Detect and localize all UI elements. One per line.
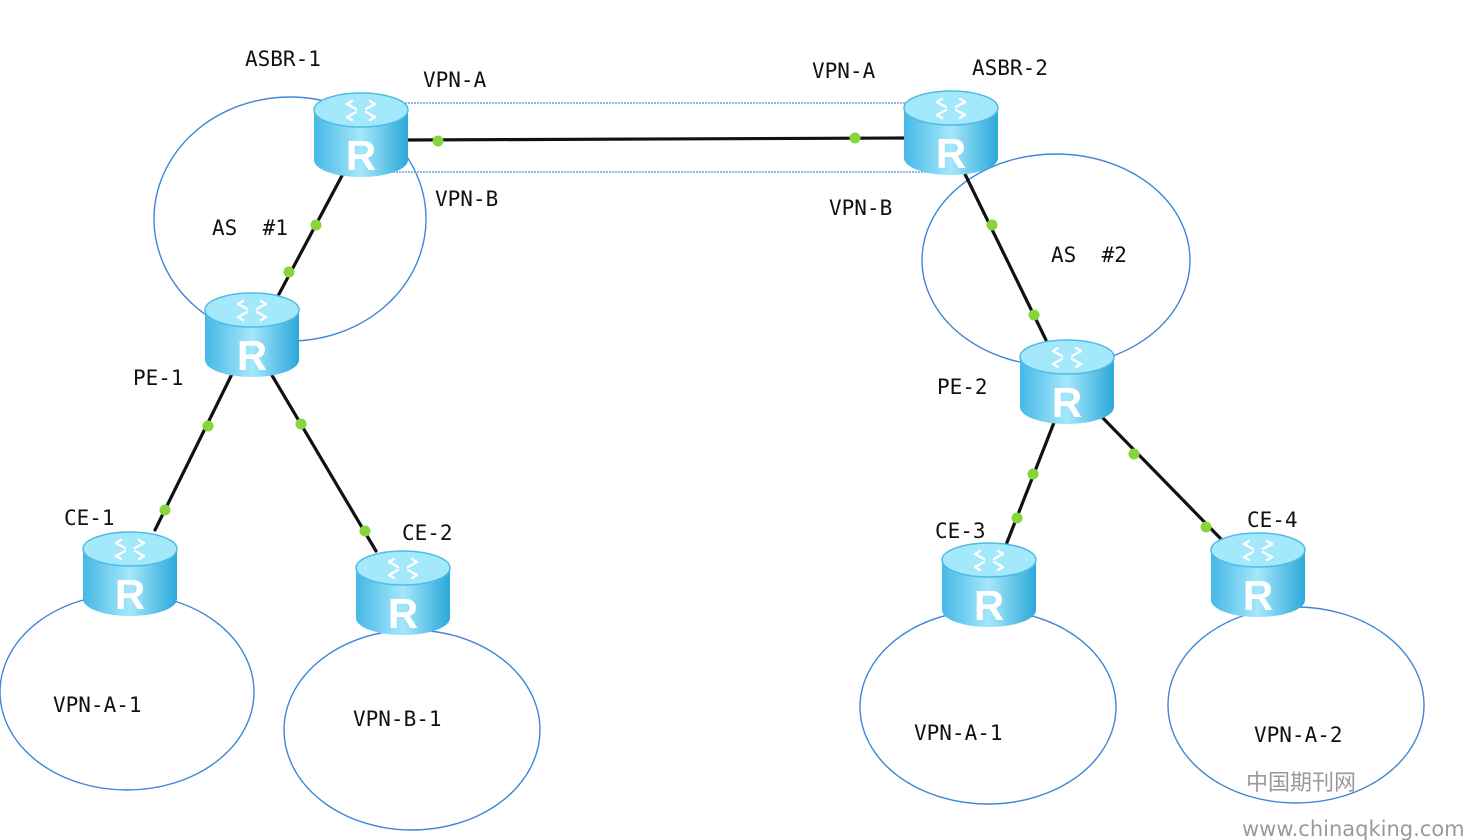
link-pe2-ce3 [1004, 418, 1057, 547]
link-pe1-ce1 [153, 370, 235, 532]
router-glyph: R [346, 132, 376, 179]
router-label-pe2: PE-2 [937, 375, 988, 399]
link-endpoint-dot [1128, 448, 1140, 460]
site-label-4: VPN-A-2 [1254, 723, 1343, 747]
watermark-cn: 中国期刊网 [1246, 771, 1356, 796]
site1-boundary [0, 593, 255, 791]
router-label-asbr2: ASBR-2 [972, 56, 1048, 80]
router-ce1: R [81, 530, 179, 618]
router-label-ce3: CE-3 [935, 519, 986, 543]
vpn-a-label-left: VPN-A [423, 68, 487, 92]
vpn-a-label-right: VPN-A [812, 59, 876, 83]
router-label-asbr1: ASBR-1 [245, 47, 321, 71]
link-pe2-ce4 [1096, 411, 1224, 542]
router-label-ce1: CE-1 [64, 506, 115, 530]
router-glyph: R [115, 571, 145, 618]
router-ce4: R [1209, 531, 1307, 619]
link-asbr1-asbr2 [403, 136, 907, 142]
link-endpoint-dot [432, 135, 444, 147]
router-asbr2: R [902, 89, 1000, 177]
router-glyph: R [237, 332, 267, 379]
link-endpoint-dot [283, 266, 295, 278]
router-asbr1: R [312, 91, 410, 179]
link-endpoint-dot [202, 420, 214, 432]
link-endpoint-dot [1027, 468, 1039, 480]
site-label-2: VPN-B-1 [353, 707, 442, 731]
router-glyph: R [1243, 572, 1273, 619]
link-endpoint-dot [295, 418, 307, 430]
link-endpoint-dot [1011, 512, 1023, 524]
link-endpoint-dot [310, 219, 322, 231]
router-glyph: R [1052, 379, 1082, 426]
as-label-1: AS #1 [212, 216, 288, 240]
as-label-2: AS #2 [1051, 243, 1127, 267]
link-endpoint-dot [849, 132, 861, 144]
watermark-url: www.chinaqking.com [1242, 817, 1465, 840]
router-glyph: R [936, 130, 966, 177]
router-pe2: R [1018, 338, 1116, 426]
router-glyph: R [974, 582, 1004, 629]
router-ce3: R [940, 541, 1038, 629]
link-pe1-ce2 [268, 370, 378, 553]
router-ce2: R [354, 549, 452, 637]
router-glyph: R [388, 590, 418, 637]
link-endpoint-dot [1200, 521, 1212, 533]
vpn-b-label-left: VPN-B [435, 187, 498, 211]
site3-boundary [859, 609, 1117, 805]
link-endpoint-dot [986, 219, 998, 231]
vpn-b-label-right: VPN-B [829, 196, 892, 220]
site-label-3: VPN-A-1 [914, 721, 1003, 745]
router-label-ce2: CE-2 [402, 521, 453, 545]
site-label-1: VPN-A-1 [53, 693, 142, 717]
link-endpoint-dot [159, 504, 171, 516]
router-label-ce4: CE-4 [1247, 508, 1298, 532]
router-label-pe1: PE-1 [133, 366, 184, 390]
link-endpoint-dot [1028, 309, 1040, 321]
link-endpoint-dot [359, 525, 371, 537]
router-pe1: R [203, 291, 301, 379]
